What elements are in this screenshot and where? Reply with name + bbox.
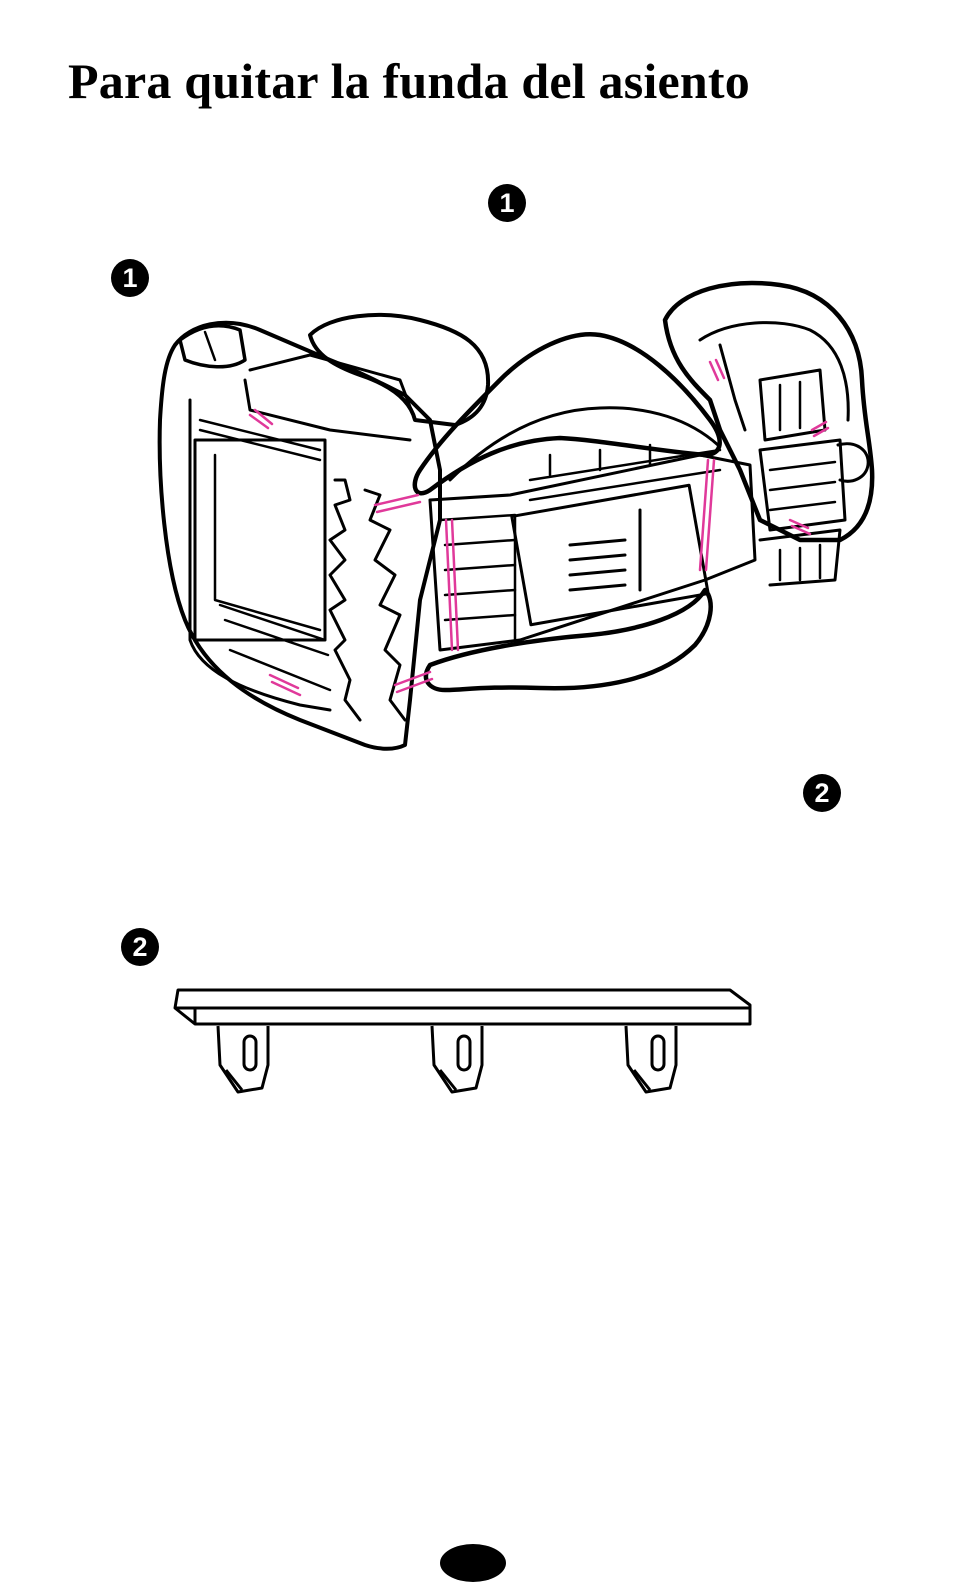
clip-tab-3 <box>626 1026 676 1092</box>
clip-tab-2 <box>432 1026 482 1092</box>
clip-tab-1 <box>218 1026 268 1092</box>
page-number-oval <box>440 1544 506 1582</box>
